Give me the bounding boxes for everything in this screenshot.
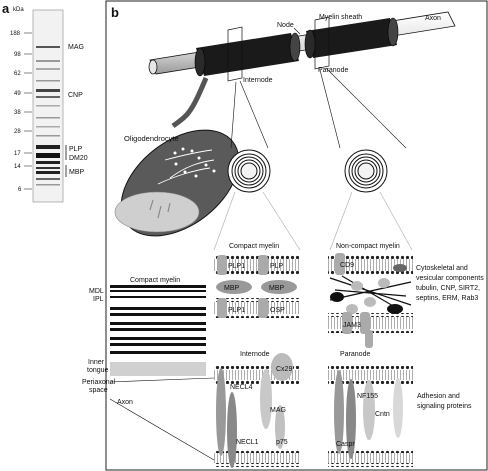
cytoskeletal-note: Cytoskeletal and vesicular components tu… [416, 265, 484, 302]
cytoskeletal-line-2: vesicular components [416, 275, 484, 282]
node-label: Node [277, 22, 294, 29]
noncompact-myelin-membranes [328, 253, 413, 348]
mbp-label-a: MBP [224, 285, 240, 292]
paranode-junction [328, 366, 413, 467]
inner-tongue-line-2: tongue [87, 367, 109, 374]
cytoskeletal-line-4: septins, ERM, Rab3 [416, 295, 478, 302]
cross-section-paranode [344, 149, 388, 193]
osp-label: OSP [270, 307, 285, 314]
plp-label-b: PLP [270, 263, 284, 270]
plp1-label-a: PLP1 [228, 263, 245, 270]
panel-b-label: b [111, 5, 119, 20]
cytoskeletal-line-1: Cytoskeletal and [416, 265, 468, 272]
axon-labels: Node Myelin sheath Axon Internode Parano… [243, 14, 441, 84]
cross-section-internode [227, 149, 271, 193]
cd9-label: CD9 [340, 262, 354, 269]
marker-17: 17 [14, 151, 21, 157]
gel-lane [32, 9, 64, 203]
myelinated-axon [148, 11, 456, 77]
adhesion-line-2: signaling proteins [417, 403, 472, 410]
necl1-label: NECL1 [236, 439, 259, 446]
panel-b-frame [105, 0, 488, 471]
compact-myelin-title: Compact myelin [229, 243, 279, 250]
oligodendrocyte [114, 77, 240, 237]
band-mbp: MBP [69, 169, 85, 176]
paranode-top-label: Paranode [318, 67, 348, 74]
plp1-label-c: PLP1 [228, 307, 245, 314]
axon-layer-label: Axon [117, 399, 133, 406]
compact-myelin-membranes [214, 255, 300, 318]
band-cnp: CNP [68, 92, 83, 99]
mag-internode-label: MAG [270, 407, 286, 414]
noncompact-myelin-title: Non-compact myelin [336, 243, 400, 250]
internode-top-label: Internode [243, 77, 273, 84]
marker-62: 62 [14, 71, 21, 77]
periaxonal-line-2: space [89, 387, 108, 394]
band-plp: PLP [69, 146, 83, 153]
band-dm20: DM20 [69, 155, 88, 162]
cntn-label: Cntn [375, 411, 390, 418]
jam3-label: JAM3 [343, 322, 361, 329]
myelin-layer-stack [110, 285, 206, 376]
marker-188: 188 [10, 31, 21, 37]
gel-markers: 188 98 62 49 38 28 17 14 6 [10, 31, 32, 193]
mdl-label: MDL [89, 288, 104, 295]
zoom-lines [213, 191, 413, 251]
paranode-section-title: Paranode [340, 351, 370, 358]
gel-band-labels: MAG CNP PLP DM20 MBP [65, 44, 88, 177]
internode-section-title: Internode [240, 351, 270, 358]
marker-6: 6 [18, 187, 22, 193]
internode-junction [214, 353, 300, 468]
panel-a-label: a [2, 1, 10, 16]
axon-top-label: Axon [425, 15, 441, 22]
periaxonal-line-1: Periaxonal [82, 379, 116, 386]
kda-unit: kDa [13, 7, 24, 13]
connector-lines [230, 67, 407, 149]
mbp-label-b: MBP [269, 285, 285, 292]
cx29-label: Cx29 [276, 366, 292, 373]
necl4-label: NECL4 [230, 384, 253, 391]
compact-myelin-layer-label: Compact myelin [130, 277, 180, 284]
marker-38: 38 [14, 110, 21, 116]
layer-leader-lines [109, 377, 215, 461]
nf155-label: NF155 [357, 393, 378, 400]
marker-28: 28 [14, 129, 21, 135]
inner-tongue-line-1: Inner [88, 359, 105, 366]
marker-49: 49 [14, 91, 21, 97]
myelin-sheath-label: Myelin sheath [319, 14, 362, 21]
p75-label: p75 [276, 439, 288, 446]
caspr-label: Caspr [336, 441, 355, 448]
section-planes [227, 16, 330, 82]
cytoskeletal-line-3: tubulin, CNP, SIRT2, [416, 285, 480, 292]
marker-98: 98 [14, 52, 21, 58]
band-mag: MAG [68, 44, 84, 51]
ipl-label: IPL [93, 296, 104, 303]
oligodendrocyte-label: Oligodendrocyte [124, 134, 179, 143]
adhesion-line-1: Adhesion and [417, 393, 460, 400]
marker-14: 14 [14, 164, 21, 170]
